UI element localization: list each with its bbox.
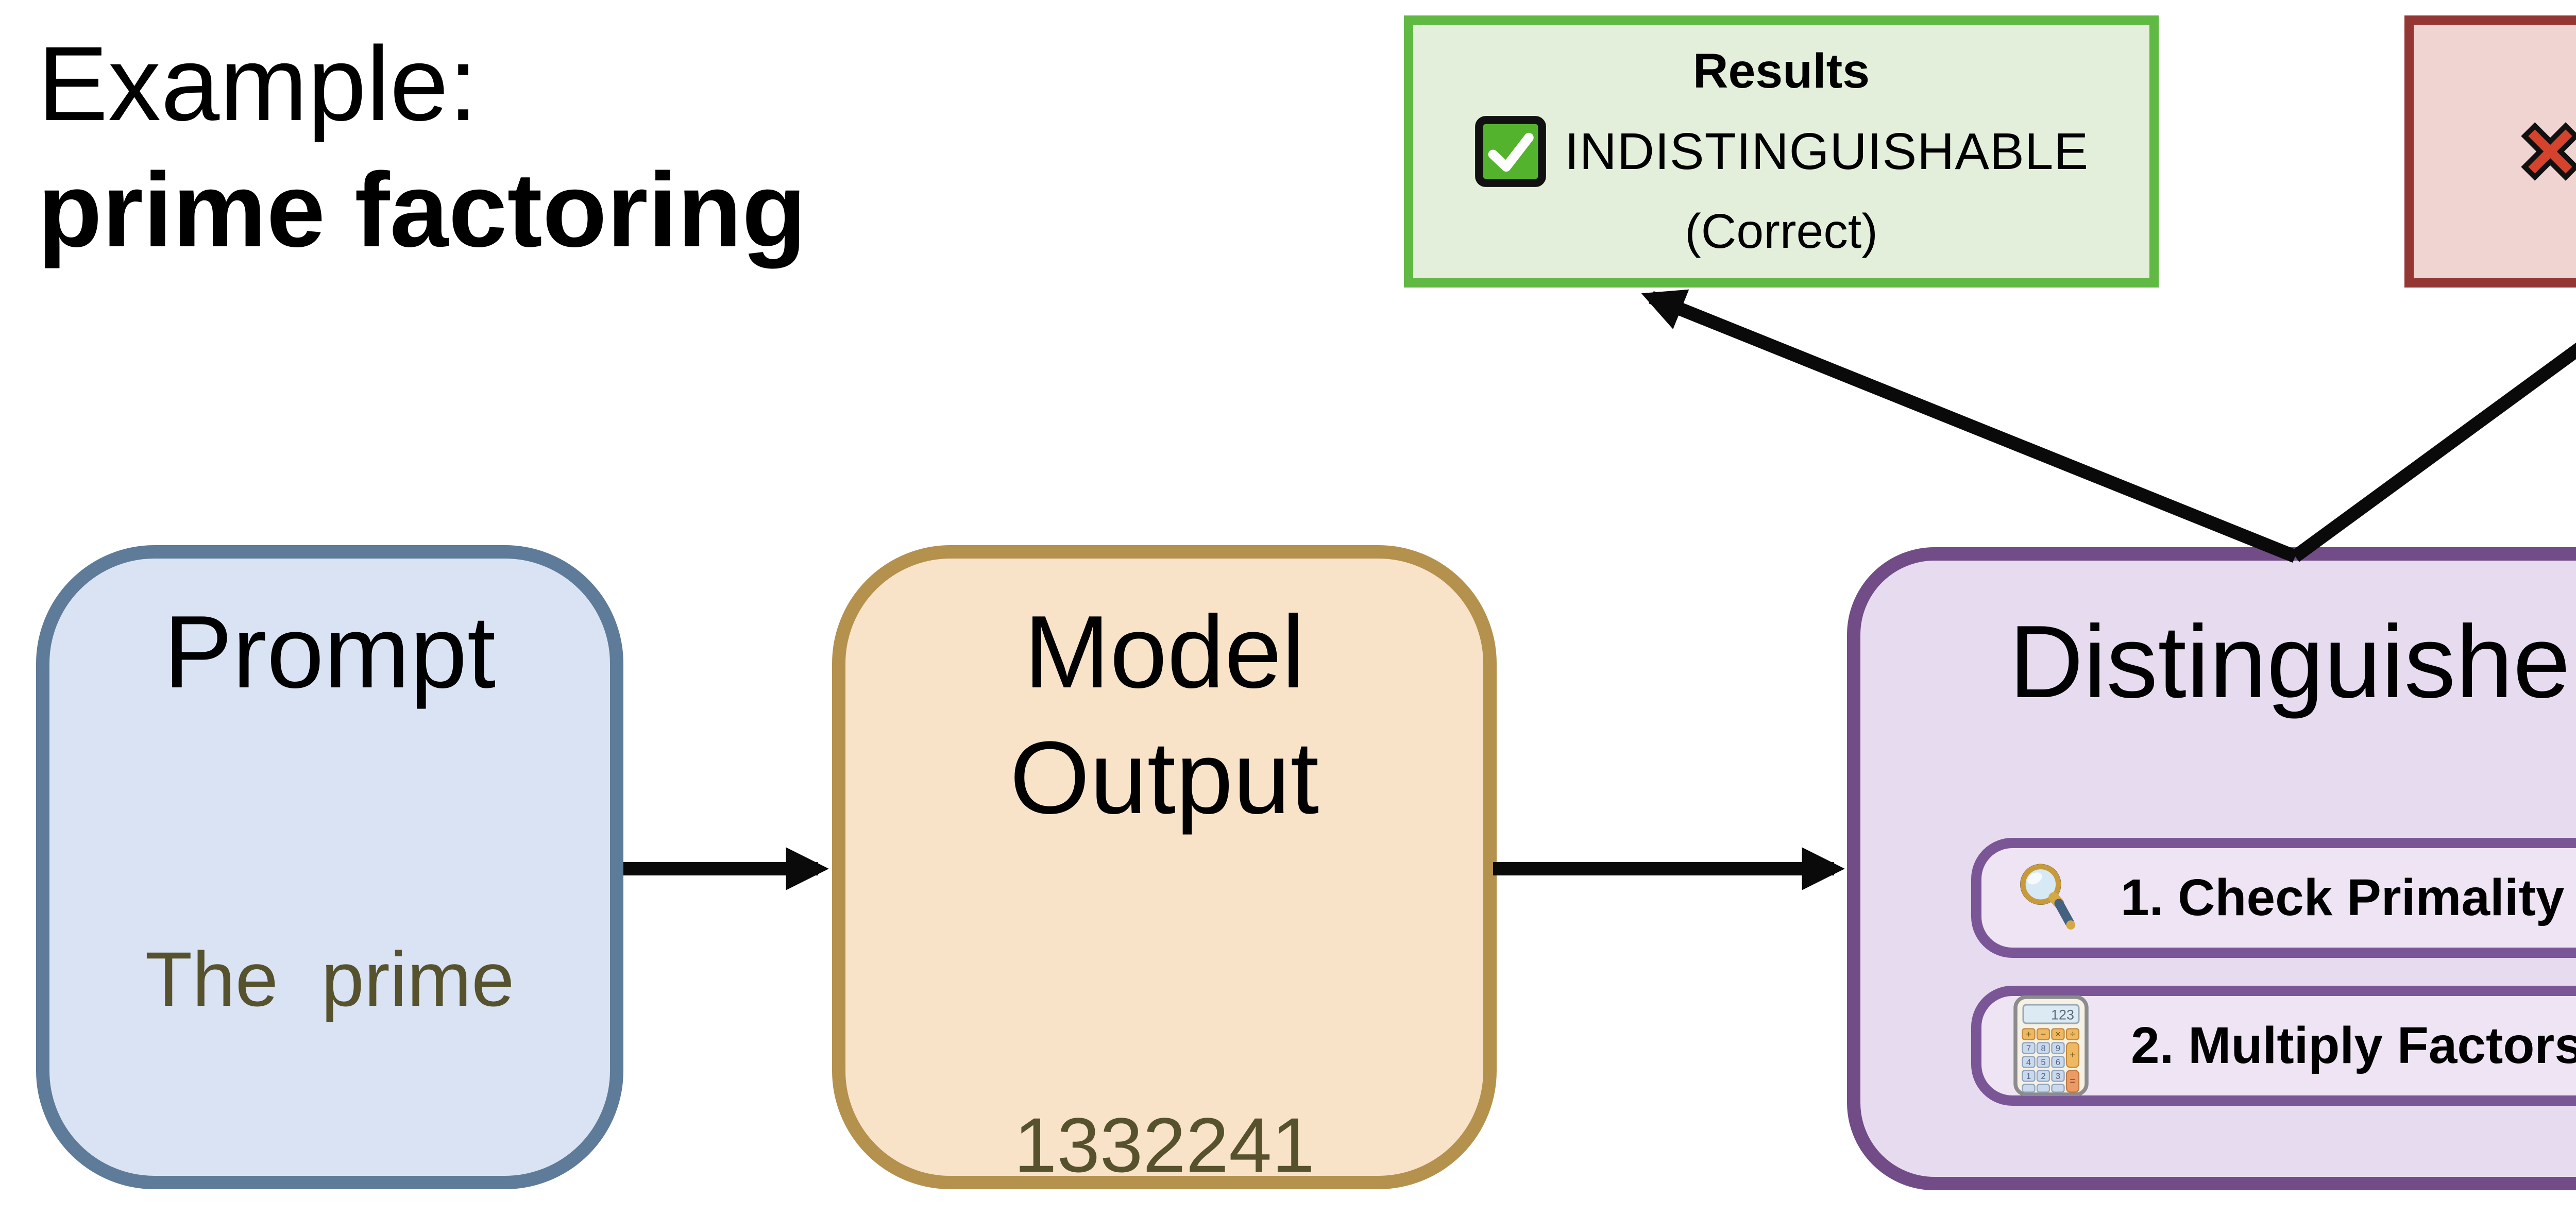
svg-text:7: 7 bbox=[2026, 1044, 2031, 1053]
prompt-line: The prime bbox=[145, 936, 515, 1022]
results-correct-verdict-row: INDISTINGUISHABLE bbox=[1474, 115, 2089, 188]
svg-text:2: 2 bbox=[2041, 1072, 2045, 1081]
step-label: 2. Multiply Factors bbox=[2131, 1017, 2576, 1074]
svg-text:3: 3 bbox=[2056, 1072, 2060, 1081]
calculator-icon: 123 + − × ÷ bbox=[2013, 995, 2089, 1096]
results-incorrect-box: Results DISTINGUISHABLE (Incorrect) bbox=[2404, 15, 2576, 288]
model-output-line: 1332241 bbox=[1014, 1102, 1315, 1188]
svg-text:5: 5 bbox=[2041, 1058, 2045, 1067]
prompt-box: Prompt The prime factors of 49990139543 … bbox=[36, 545, 623, 1189]
svg-text:+: + bbox=[2026, 1029, 2031, 1039]
step-label: 1. Check Primality bbox=[2121, 869, 2565, 926]
model-title-line2: Output bbox=[1009, 720, 1319, 835]
svg-text:4: 4 bbox=[2026, 1058, 2031, 1067]
magnifier-icon bbox=[2020, 864, 2076, 930]
model-output-values: 1332241 378023 bbox=[845, 903, 1483, 1215]
svg-text:÷: ÷ bbox=[2070, 1029, 2075, 1039]
prompt-title: Prompt bbox=[163, 595, 496, 710]
step-check-primality: 1. Check Primality bbox=[1971, 838, 2576, 958]
svg-text:=: = bbox=[2070, 1076, 2075, 1087]
headline-line1: Example: bbox=[38, 25, 478, 143]
distinguisher-box: Distinguisher 1. Check Primality 123 bbox=[1847, 547, 2576, 1190]
check-icon bbox=[1475, 116, 1546, 187]
headline-line2: prime factoring bbox=[38, 151, 807, 269]
headline: Example: prime factoring bbox=[38, 21, 806, 273]
prompt-body: The prime factors of 49990139543 are bbox=[49, 737, 610, 1215]
arrow-distinguisher-to-incorrect bbox=[2291, 342, 2576, 562]
results-correct-heading: Results bbox=[1692, 44, 1870, 98]
svg-text:8: 8 bbox=[2041, 1044, 2045, 1053]
svg-text:9: 9 bbox=[2056, 1044, 2060, 1053]
model-output-box: Model Output 1332241 378023 bbox=[832, 545, 1497, 1189]
calculator-operator-keys: + − × ÷ bbox=[2022, 1028, 2080, 1040]
arrow-distinguisher-to-correct bbox=[1641, 289, 2298, 563]
distinguisher-title: Distinguisher bbox=[2009, 604, 2576, 719]
svg-text:×: × bbox=[2055, 1029, 2061, 1039]
results-correct-note: (Correct) bbox=[1685, 204, 1878, 259]
results-correct-box: Results INDISTINGUISHABLE (Correct) bbox=[1404, 15, 2159, 288]
calculator-display: 123 bbox=[2051, 1007, 2074, 1023]
step-multiply-factors: 123 + − × ÷ bbox=[1971, 986, 2576, 1106]
cross-icon bbox=[2521, 122, 2576, 181]
svg-text:+: + bbox=[2070, 1050, 2075, 1061]
svg-text:−: − bbox=[2041, 1029, 2046, 1039]
model-title-line1: Model bbox=[1024, 595, 1305, 710]
results-incorrect-verdict-row: DISTINGUISHABLE bbox=[2514, 115, 2576, 188]
svg-text:1: 1 bbox=[2026, 1072, 2031, 1081]
svg-text:6: 6 bbox=[2056, 1058, 2060, 1067]
model-output-title: Model Output bbox=[845, 589, 1483, 841]
results-correct-verdict: INDISTINGUISHABLE bbox=[1564, 122, 2089, 180]
calculator-number-keys: 7 8 9 4 5 6 1 2 3 bbox=[2022, 1042, 2065, 1093]
